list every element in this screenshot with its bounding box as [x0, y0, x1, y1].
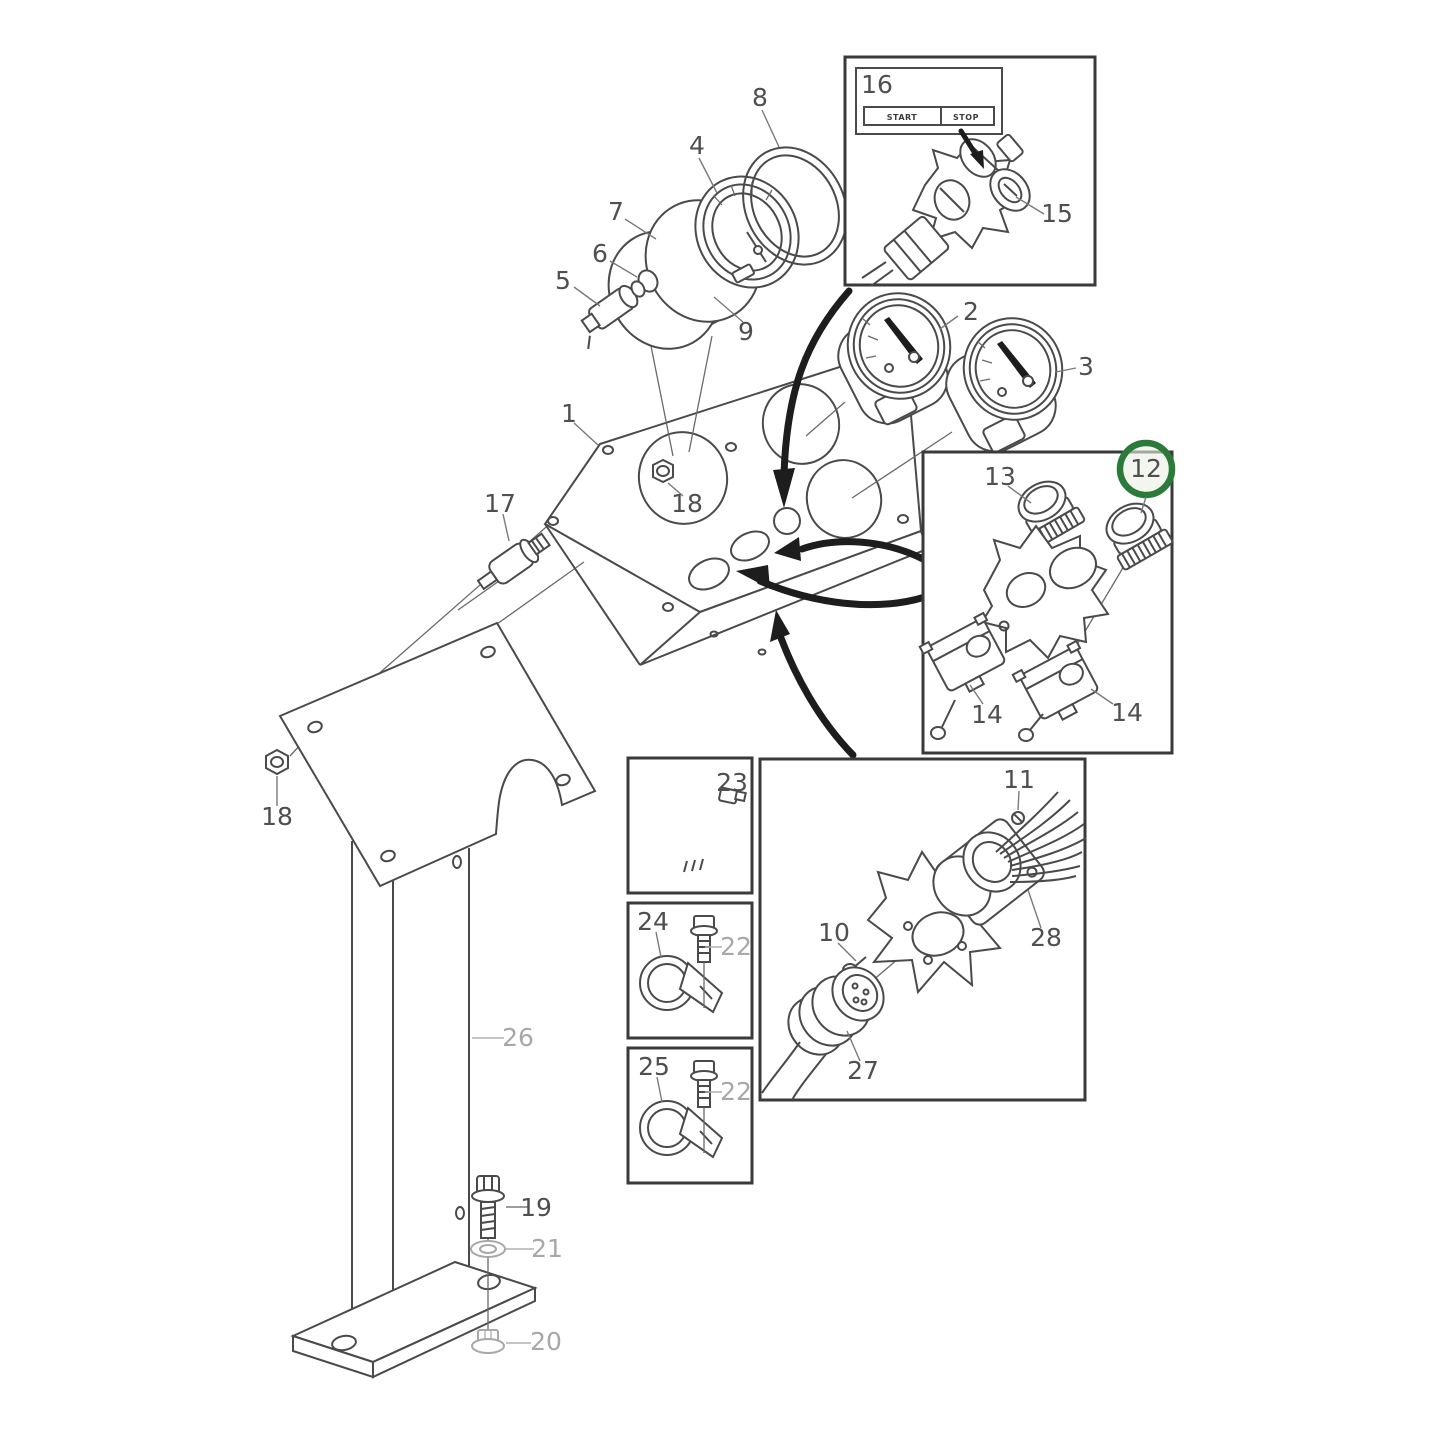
flange-bolt — [471, 1175, 505, 1239]
gauge-housing — [607, 199, 762, 350]
start-label: START — [887, 113, 918, 122]
plate-nut — [265, 748, 289, 776]
callout-18-panel: 18 — [671, 489, 703, 518]
highlight-circle-part-12[interactable] — [1116, 439, 1176, 499]
cable-tie — [649, 786, 747, 873]
bezel-ring — [742, 146, 848, 266]
pedestal-assembly — [265, 520, 597, 1379]
callout-5: 5 — [555, 266, 571, 295]
gauge-3 — [945, 317, 1064, 454]
callout-18-plate: 18 — [261, 802, 293, 831]
callout-labels: 1 2 3 4 5 6 7 8 9 10 11 12 13 14 14 15 1… — [261, 70, 1162, 1356]
cable-connector-27 — [761, 966, 885, 1101]
spring-washer — [470, 1240, 506, 1258]
pedestal-base — [290, 1260, 538, 1379]
inset-box-cable-tie — [626, 756, 754, 895]
pedestal-column — [351, 841, 470, 1318]
tachometer-assembly — [580, 146, 848, 350]
harness-wires — [995, 791, 1087, 883]
callout-11: 11 — [1003, 765, 1035, 794]
mounting-plate — [278, 621, 597, 888]
inset-box-harness — [758, 757, 1087, 1102]
push-button-12[interactable] — [1097, 494, 1174, 571]
tachometer-gauge — [694, 175, 800, 289]
inset-box-key-switch: START STOP — [843, 55, 1097, 287]
callout-1: 1 — [561, 399, 577, 428]
callout-2: 2 — [963, 297, 979, 326]
callout-15: 15 — [1041, 199, 1073, 228]
gauge-2 — [837, 292, 952, 426]
callout-25: 25 — [638, 1052, 670, 1081]
callout-21: 21 — [531, 1234, 563, 1263]
base-bolt-hardware — [470, 1175, 506, 1354]
vibration-mount — [476, 532, 551, 591]
callout-6: 6 — [592, 239, 608, 268]
bulkhead-connector-28 — [932, 791, 1087, 926]
callout-24: 24 — [637, 907, 669, 936]
callout-17: 17 — [484, 489, 516, 518]
micro-switch-right — [1011, 639, 1099, 742]
callout-14-left: 14 — [971, 700, 1003, 729]
inset-box-clamp-25 — [626, 1046, 754, 1185]
button-gasket — [980, 524, 1110, 660]
leader-lines — [276, 109, 1147, 1344]
p-clamp — [639, 915, 724, 1014]
inset-box-buttons — [918, 439, 1176, 755]
callout-13: 13 — [984, 462, 1016, 491]
callout-22-lower: 22 — [720, 1077, 752, 1106]
callout-28: 28 — [1030, 923, 1062, 952]
flange-nut — [471, 1329, 505, 1354]
stop-label: STOP — [953, 113, 979, 122]
key-switch — [861, 133, 1031, 287]
callout-16: 16 — [861, 70, 893, 99]
callout-12-highlighted[interactable]: 12 — [1130, 454, 1162, 483]
callout-9: 9 — [738, 317, 754, 346]
callout-8: 8 — [752, 83, 768, 112]
callout-4: 4 — [689, 131, 705, 160]
bulb — [630, 269, 659, 298]
callout-26: 26 — [502, 1023, 534, 1052]
callout-14-right: 14 — [1111, 698, 1143, 727]
callout-23: 23 — [716, 768, 748, 797]
callout-20: 20 — [530, 1327, 562, 1356]
callout-3: 3 — [1078, 352, 1094, 381]
panel-nut — [652, 458, 674, 484]
flow-arrows — [736, 287, 929, 759]
p-clamp — [639, 1060, 724, 1159]
callout-22-upper: 22 — [720, 932, 752, 961]
inset-box-clamp-24 — [626, 901, 754, 1040]
callout-10: 10 — [818, 918, 850, 947]
callout-7: 7 — [608, 197, 624, 226]
switch-connector — [883, 215, 950, 281]
callout-19: 19 — [520, 1193, 552, 1222]
callout-27: 27 — [847, 1056, 879, 1085]
micro-switch-left — [918, 611, 1006, 740]
